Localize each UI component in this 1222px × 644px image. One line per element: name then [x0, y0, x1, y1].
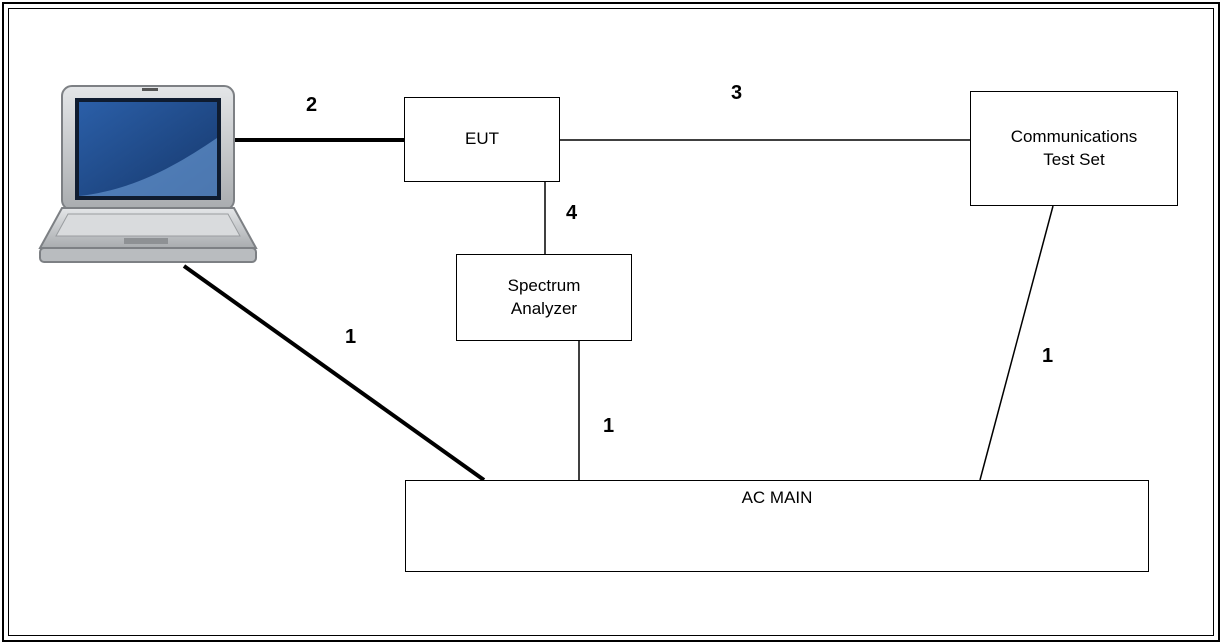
label-laptop-ac: 1 [345, 326, 357, 348]
comm-test-set-label: Communications Test Set [1010, 126, 1138, 169]
cable-comm-ac [979, 205, 1054, 481]
spectrum-analyzer-label: Spectrum Analyzer [507, 275, 581, 318]
eut-label: EUT [465, 129, 499, 149]
label-laptop-eut: 2 [306, 94, 318, 116]
label-comm-ac: 1 [1042, 345, 1054, 367]
spectrum-analyzer-box: Spectrum Analyzer [456, 254, 632, 341]
ac-main-label: AC MAIN [741, 488, 813, 507]
laptop-icon [38, 85, 258, 263]
eut-box: EUT [404, 97, 560, 182]
cable-laptop-ac [182, 264, 486, 482]
inner-frame [8, 8, 1214, 636]
label-spectrum-ac: 1 [603, 415, 615, 437]
ac-main-box: AC MAIN [405, 480, 1149, 572]
label-eut-comm: 3 [731, 82, 743, 104]
label-eut-spectrum: 4 [566, 202, 578, 224]
comm-test-set-box: Communications Test Set [970, 91, 1178, 206]
